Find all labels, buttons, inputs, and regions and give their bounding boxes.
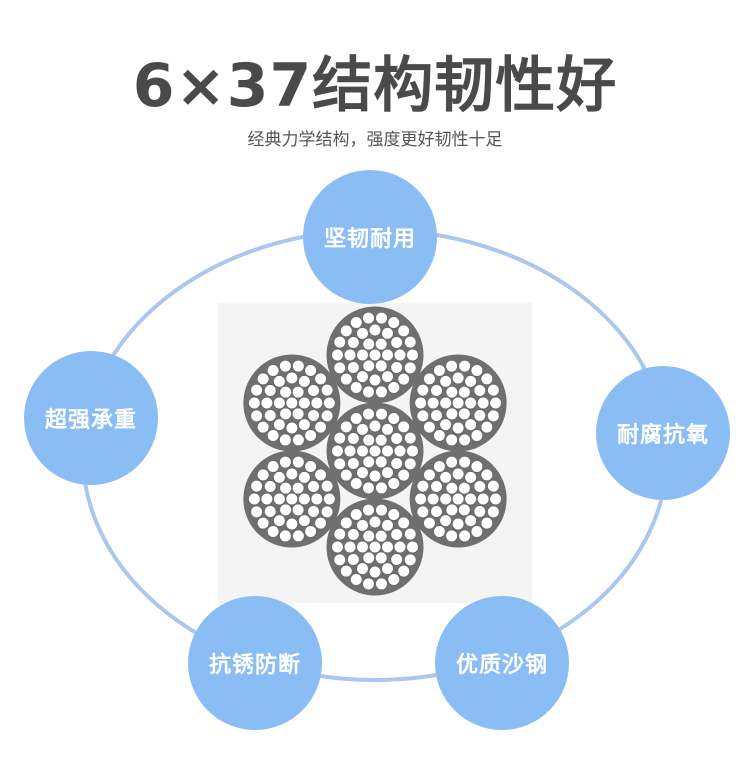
page-subtitle: 经典力学结构，强度更好韧性十足: [247, 130, 503, 150]
feature-badge-quality-steel: 优质沙钢: [435, 596, 569, 730]
wire-rope-cross-section-image: [218, 303, 532, 603]
feature-badge-corrosion-resistant: 耐腐抗氧: [596, 366, 730, 500]
page-title: 6×37结构韧性好: [132, 51, 618, 121]
feature-label-corrosion-resistant: 耐腐抗氧: [616, 423, 709, 448]
feature-label-rust-proof: 抗锈防断: [208, 653, 301, 678]
feature-badge-load-bearing: 超强承重: [24, 351, 158, 485]
feature-badge-rust-proof: 抗锈防断: [188, 596, 322, 730]
feature-label-load-bearing: 超强承重: [44, 408, 137, 433]
feature-badge-durable: 坚韧耐用: [303, 170, 437, 304]
feature-label-quality-steel: 优质沙钢: [455, 653, 548, 678]
feature-label-durable: 坚韧耐用: [323, 227, 416, 252]
